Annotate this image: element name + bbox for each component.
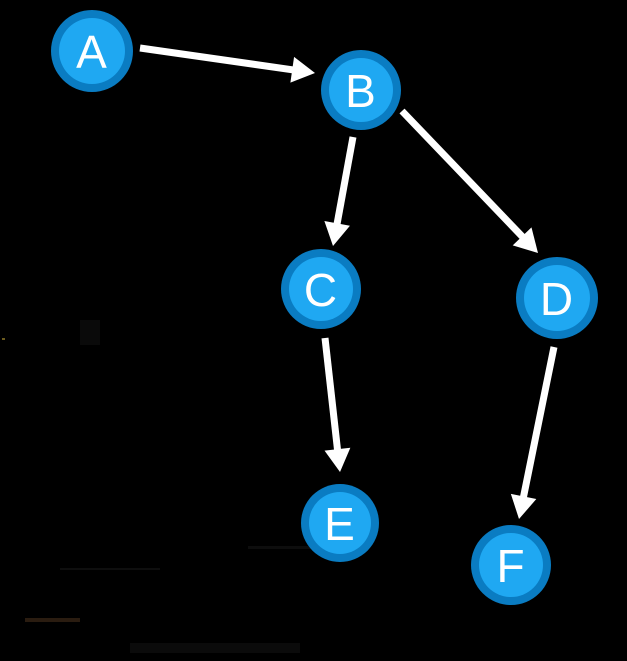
- node-body: [479, 533, 543, 597]
- node-A[interactable]: A: [51, 10, 133, 92]
- node-F[interactable]: F: [471, 525, 551, 605]
- edge-B-C: [324, 136, 357, 246]
- edge-C-E: [321, 337, 351, 472]
- node-label: A: [76, 26, 108, 78]
- node-label: B: [345, 65, 377, 117]
- artifact-smudge-2: [80, 320, 100, 345]
- edge-shaft: [399, 108, 527, 241]
- arrowhead-icon: [512, 227, 538, 253]
- artifact-smudge-0: [25, 618, 80, 622]
- arrowhead-icon: [290, 56, 315, 83]
- arrowhead-icon: [510, 493, 537, 519]
- edge-A-B: [139, 44, 315, 83]
- node-C[interactable]: C: [281, 249, 361, 329]
- artifact-smudge-3: [2, 338, 5, 340]
- edge-B-D: [399, 108, 538, 253]
- artifact-smudge-4: [130, 643, 300, 653]
- edge-shaft: [321, 337, 342, 452]
- node-body: [309, 492, 371, 554]
- edge-D-F: [510, 346, 558, 519]
- edge-shaft: [139, 44, 295, 74]
- artifact-smudge-1: [60, 568, 160, 570]
- edge-shaft: [519, 346, 558, 500]
- artifact-smudge-5: [248, 546, 363, 549]
- node-label: F: [496, 540, 525, 592]
- node-E[interactable]: E: [301, 484, 379, 562]
- arrowhead-icon: [324, 221, 350, 246]
- node-B[interactable]: B: [321, 50, 401, 130]
- node-body: [524, 265, 590, 331]
- node-body: [289, 257, 353, 321]
- node-label: E: [324, 498, 356, 550]
- edge-shaft: [333, 136, 357, 226]
- node-label: C: [304, 264, 338, 316]
- arrowhead-icon: [324, 447, 351, 472]
- node-D[interactable]: D: [516, 257, 598, 339]
- node-body: [329, 58, 393, 122]
- node-body: [59, 18, 125, 84]
- node-label: D: [540, 273, 574, 325]
